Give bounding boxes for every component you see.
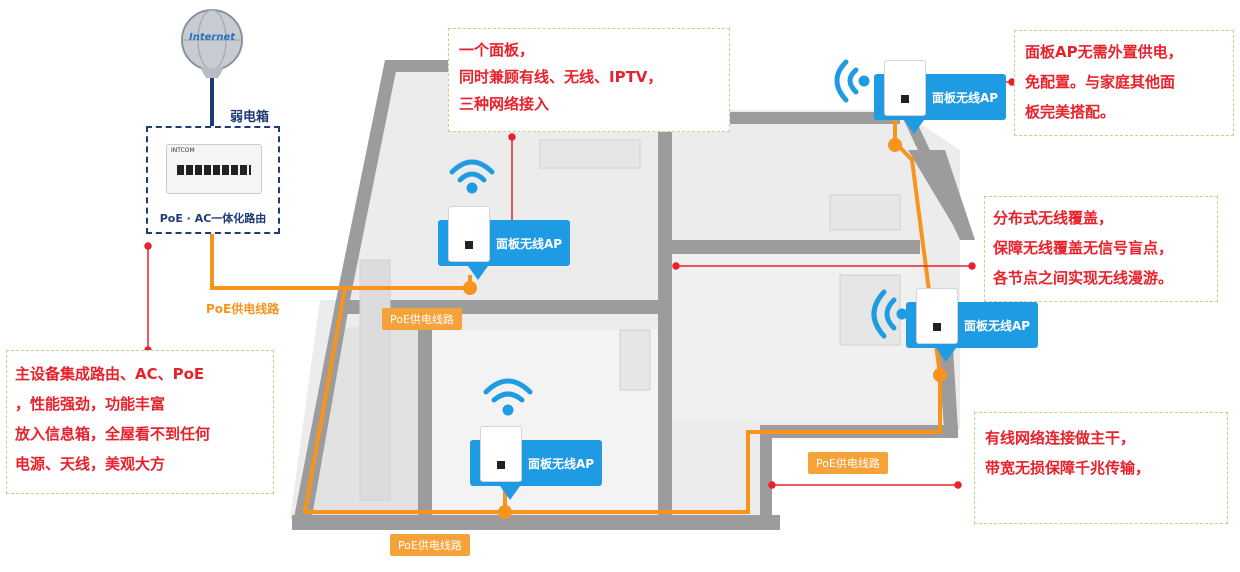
panel-ap-card: 面板无线AP <box>438 206 570 280</box>
poe-tag: PoE供电线路 <box>382 308 462 330</box>
callout-left: 主设备集成路由、AC、PoE ，性能强劲，功能丰富 放入信息箱，全屋看不到任何 … <box>6 350 274 494</box>
panel-ap-card: 面板无线AP <box>906 288 1038 362</box>
router-device: INTCOM <box>166 144 262 194</box>
callout-line: 一个面板， <box>459 41 535 59</box>
callout-line: 免配置。与家庭其他面 <box>1025 73 1176 91</box>
callout-line: ，性能强劲，功能丰富 <box>15 395 166 413</box>
callout-line: 面板AP无需外置供电， <box>1025 43 1183 61</box>
ethernet-port-icon <box>497 461 505 469</box>
callout-top-right: 面板AP无需外置供电， 免配置。与家庭其他面 板完美搭配。 <box>1014 30 1234 136</box>
internet-label: Internet <box>188 32 235 43</box>
globe-icon <box>181 9 243 128</box>
router-caption: PoE · AC一体化路由 <box>159 212 267 225</box>
callout-line: 带宽无损保障千兆传输， <box>985 459 1151 477</box>
callout-mid-right: 分布式无线覆盖， 保障无线覆盖无信号盲点， 各节点之间实现无线漫游。 <box>984 196 1218 302</box>
router-brand: INTCOM <box>171 147 195 154</box>
wifi-icon <box>871 289 908 339</box>
callout-pointers <box>144 78 1016 489</box>
panel-ap-label: 面板无线AP <box>528 457 595 471</box>
callout-line: 同时兼顾有线、无线、IPTV， <box>459 68 663 86</box>
weak-box-title: 弱电箱 <box>230 110 270 125</box>
poe-line-label: PoE供电线路 <box>206 302 280 316</box>
ethernet-port-icon <box>933 323 941 331</box>
panel-ap-label: 面板无线AP <box>932 91 999 105</box>
callout-line: 主设备集成路由、AC、PoE <box>15 365 205 383</box>
callout-line: 分布式无线覆盖， <box>993 209 1114 227</box>
poe-tag: PoE供电线路 <box>390 534 470 556</box>
panel-ap-card: 面板无线AP <box>470 426 602 500</box>
panel-ap-device <box>480 426 522 482</box>
callout-bottom-right: 有线网络连接做主干， 带宽无损保障千兆传输， <box>974 412 1228 524</box>
callout-line: 保障无线覆盖无信号盲点， <box>993 239 1174 257</box>
wire-junctions <box>463 138 947 519</box>
callout-line: 有线网络连接做主干， <box>985 429 1136 447</box>
wifi-icon <box>834 59 870 103</box>
callout-top-center: 一个面板， 同时兼顾有线、无线、IPTV， 三种网络接入 <box>448 28 730 132</box>
ethernet-port-icon <box>465 241 473 249</box>
poe-tag: PoE供电线路 <box>808 452 888 474</box>
ethernet-port-icon <box>177 165 251 175</box>
panel-ap-device <box>916 288 958 344</box>
callout-line: 各节点之间实现无线漫游。 <box>993 269 1174 287</box>
callout-line: 放入信息箱，全屋看不到任何 <box>15 425 211 443</box>
panel-ap-label: 面板无线AP <box>964 319 1031 333</box>
callout-line: 板完美搭配。 <box>1025 103 1116 121</box>
panel-ap-label: 面板无线AP <box>496 237 563 251</box>
wifi-icon <box>449 159 495 194</box>
panel-ap-device <box>448 206 490 262</box>
weak-box: INTCOM PoE · AC一体化路由 <box>146 126 280 234</box>
wifi-icon <box>483 378 533 416</box>
callout-line: 电源、天线，美观大方 <box>15 455 166 473</box>
panel-ap-card: 面板无线AP <box>874 60 1006 134</box>
panel-ap-device <box>884 60 926 116</box>
ethernet-port-icon <box>901 95 909 103</box>
callout-line: 三种网络接入 <box>459 95 550 113</box>
